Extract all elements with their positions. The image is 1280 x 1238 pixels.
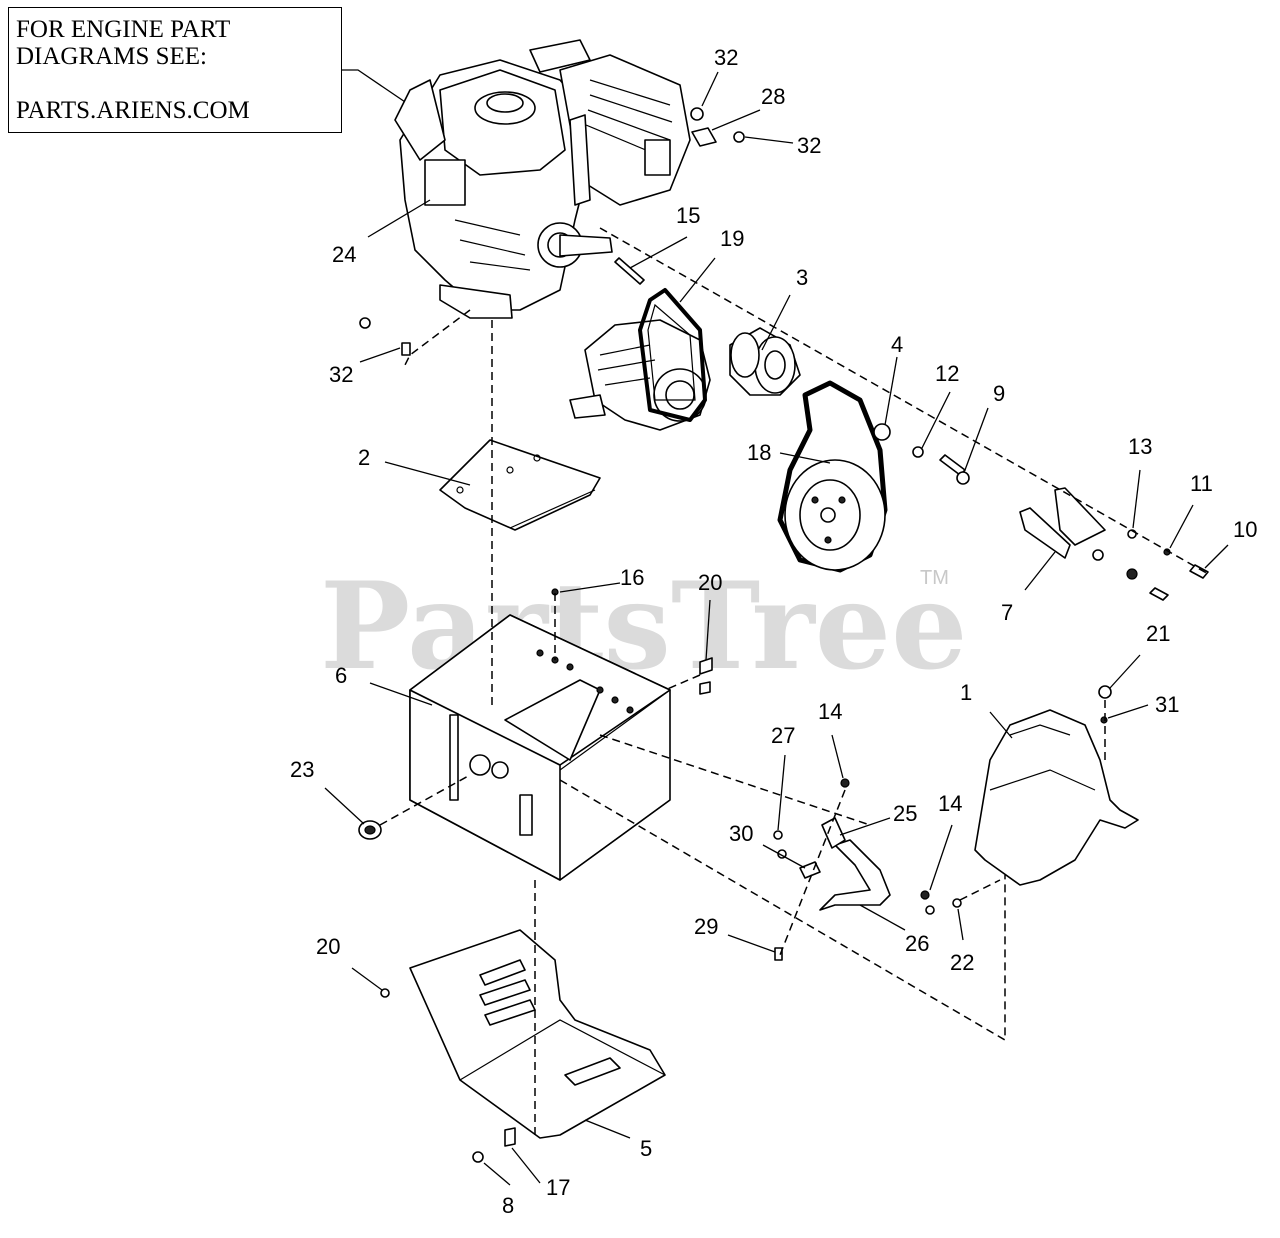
leader-lines [324,71,1229,1186]
bracket-28 [691,127,717,147]
callout-11: 11 [1190,471,1213,496]
callout-4: 4 [891,332,903,357]
callout-5: 5 [640,1136,652,1161]
washer-31 [1100,716,1108,724]
callout-30: 30 [729,821,753,846]
bolt-10 [1189,564,1209,579]
bracket-7 [1019,487,1169,601]
callout-16: 16 [620,565,644,590]
callout-25: 25 [893,801,917,826]
bolt-29 [774,947,783,961]
callout-18: 18 [747,440,771,465]
nut-32-left-a [359,317,371,329]
nut-21 [1098,685,1112,699]
frame-6 [409,614,671,881]
callout-10: 10 [1233,517,1257,542]
callout-14-lower: 14 [938,791,962,816]
callout-2: 2 [358,445,370,470]
nut-14-lower [920,890,930,900]
callout-6: 6 [335,663,347,688]
note-line-2: DIAGRAMS SEE: [16,43,207,70]
callout-7: 7 [1001,600,1013,625]
engine-parts-note: FOR ENGINE PART DIAGRAMS SEE: PARTS.ARIE… [8,7,342,133]
callout-22: 22 [950,950,974,975]
watermark-trademark: TM [920,567,949,589]
callout-1: 1 [960,680,972,705]
bolt-32-left-b [401,342,411,356]
callout-20-bottom: 20 [316,934,340,959]
callout-32-right: 32 [797,133,821,158]
alignment-lines [379,227,1211,1135]
nut-32-top-b [733,131,745,143]
bolt-22 [952,898,962,908]
bracket-26 [819,817,891,911]
callout-9: 9 [993,381,1005,406]
nut-32-top-a [690,107,704,121]
callout-13: 13 [1128,434,1152,459]
bolt-27 [773,830,783,840]
clip-17 [504,1127,516,1147]
callout-23: 23 [290,757,314,782]
callout-28: 28 [761,84,785,109]
callout-24: 24 [332,242,356,267]
callout-20-top: 20 [698,570,722,595]
callout-15: 15 [676,203,700,228]
callout-3: 3 [796,265,808,290]
callout-12: 12 [935,361,959,386]
key-15 [614,257,645,285]
callout-31: 31 [1155,692,1179,717]
watermark-text: PartsTree [320,556,967,697]
bottom-cover-5 [409,929,666,1139]
note-line-1: FOR ENGINE PART [16,16,231,43]
callout-32-top: 32 [714,45,738,70]
callout-26: 26 [905,931,929,956]
bolt-20-top [699,657,713,675]
nut-14-upper [840,778,850,788]
drive-pulley-18 [777,380,888,573]
spacer-4 [873,423,891,441]
callout-8: 8 [502,1193,514,1218]
callout-14-upper: 14 [818,699,842,724]
belt-cover-1 [974,709,1139,886]
callout-19: 19 [720,226,744,251]
callout-17: 17 [546,1175,570,1200]
washer-30 [799,861,821,879]
callout-29: 29 [694,914,718,939]
callout-32-left: 32 [329,362,353,387]
engine-assembly [394,39,691,319]
pulley-3 [729,327,801,396]
washer-12 [912,446,924,458]
note-line-3: PARTS.ARIENS.COM [16,97,250,124]
bolt-8 [472,1151,484,1163]
plate-2 [439,439,601,531]
callout-21: 21 [1146,621,1170,646]
callout-labels: 1 2 3 4 5 6 7 8 9 10 11 12 13 14 14 15 1… [290,45,1257,1218]
belt-19 [638,288,707,422]
callout-27: 27 [771,723,795,748]
bolt-20-bottom [380,988,390,998]
